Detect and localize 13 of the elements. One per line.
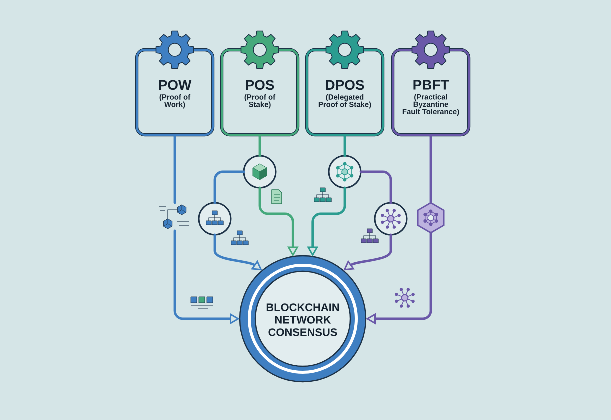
org-chart-icon — [198, 202, 232, 236]
connector-line — [344, 135, 346, 158]
hexagon-icon — [417, 202, 445, 234]
cube-icon — [243, 155, 277, 189]
connector-line — [430, 135, 432, 204]
network-icon — [328, 155, 362, 189]
hub-icon — [374, 202, 408, 236]
connector-line — [174, 135, 176, 204]
connector-line — [360, 170, 392, 204]
connector-line — [214, 170, 246, 204]
consensus-ring: BLOCKCHAIN NETWORK CONSENSUS — [239, 255, 367, 383]
cube-diagram-icon — [158, 204, 190, 230]
connector-line — [258, 135, 262, 158]
